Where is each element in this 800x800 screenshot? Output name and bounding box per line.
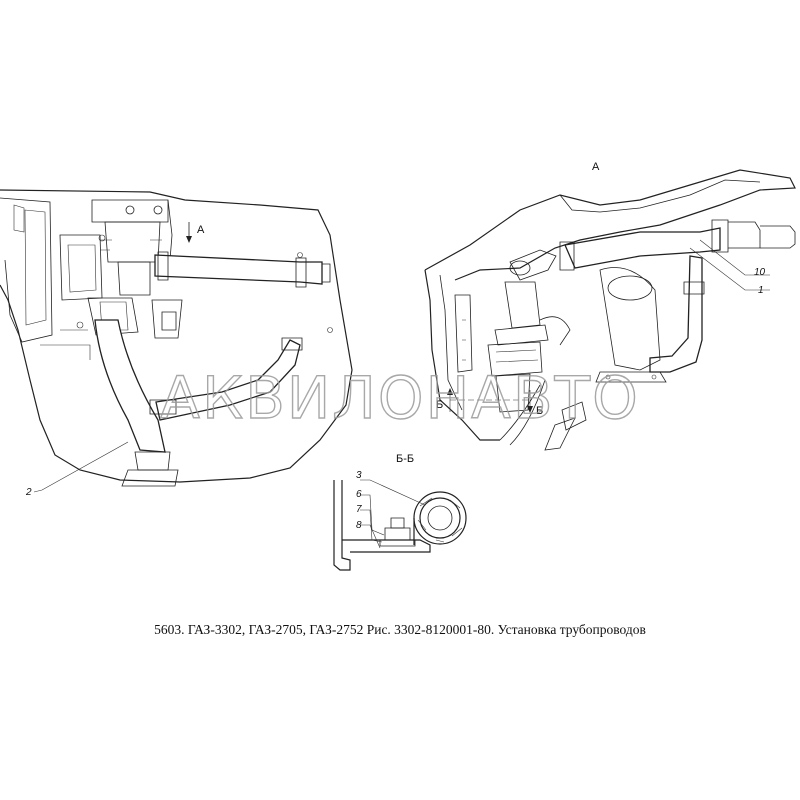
callout-10: 10 [754,267,766,278]
view-a-arrow-label: А [197,224,205,236]
figure-caption: 5603. ГАЗ-3302, ГАЗ-2705, ГАЗ-2752 Рис. … [154,622,646,637]
callout-8: 8 [356,520,362,531]
callout-6: 6 [356,489,362,500]
callout-7: 7 [356,504,362,515]
section-bb-title: Б-Б [396,453,414,465]
callout-3: 3 [356,470,362,481]
view-a-detail [424,169,796,451]
callout-2: 2 [25,487,32,498]
watermark: АКВИЛОНАВТО [160,364,639,432]
section-arrow-left-label: Б [436,399,443,411]
section-bb-detail [333,479,467,571]
left-assembly-view [0,189,353,493]
callout-1: 1 [758,285,764,296]
view-a-title: А [592,161,600,173]
section-arrow-right-label: Б [536,405,543,417]
